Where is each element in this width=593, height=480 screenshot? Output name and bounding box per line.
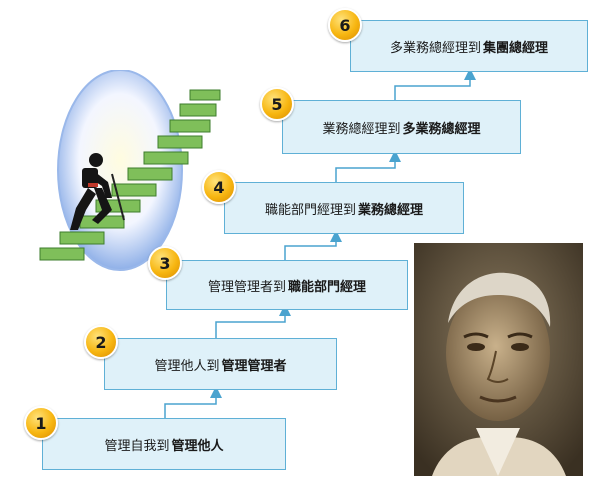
step-box-6: 多業務總經理到集團總經理	[350, 20, 588, 72]
step-badge-5: 5	[260, 87, 294, 121]
step-1-target: 管理他人	[171, 438, 224, 454]
connector-1-2	[164, 386, 222, 418]
step-box-5: 業務總經理到多業務總經理	[282, 100, 521, 154]
step-6-prefix: 多業務總經理到	[389, 40, 481, 56]
step-badge-6: 6	[328, 8, 362, 42]
connector-5-6	[394, 68, 476, 100]
step-badge-1: 1	[24, 406, 58, 440]
connector-3-4	[284, 230, 342, 260]
step-2-prefix: 管理他人到	[154, 358, 220, 374]
step-3-prefix: 管理管理者到	[207, 279, 286, 295]
step-4-target: 業務總經理	[358, 202, 424, 218]
step-5-prefix: 業務總經理到	[322, 121, 401, 137]
step-1-prefix: 管理自我到	[104, 438, 170, 454]
walking-stick	[111, 173, 125, 221]
step-box-4: 職能部門經理到業務總經理	[224, 182, 464, 234]
stairs-climber-illustration	[30, 69, 230, 284]
step-badge-2: 2	[84, 325, 118, 359]
step-6-target: 集團總經理	[483, 40, 549, 56]
step-box-2: 管理他人到管理管理者	[104, 338, 337, 390]
step-box-3: 管理管理者到職能部門經理	[166, 260, 408, 310]
step-badge-4: 4	[202, 170, 236, 204]
step-4-prefix: 職能部門經理到	[264, 202, 356, 218]
connector-2-3	[215, 304, 291, 338]
portrait-photo	[414, 243, 583, 476]
step-3-target: 職能部門經理	[288, 279, 367, 295]
step-5-target: 多業務總經理	[402, 121, 481, 137]
step-2-target: 管理管理者	[221, 358, 287, 374]
step-box-1: 管理自我到管理他人	[42, 418, 286, 470]
climber-belt	[88, 183, 98, 187]
connector-4-5	[335, 150, 401, 182]
step-badge-3: 3	[148, 246, 182, 280]
